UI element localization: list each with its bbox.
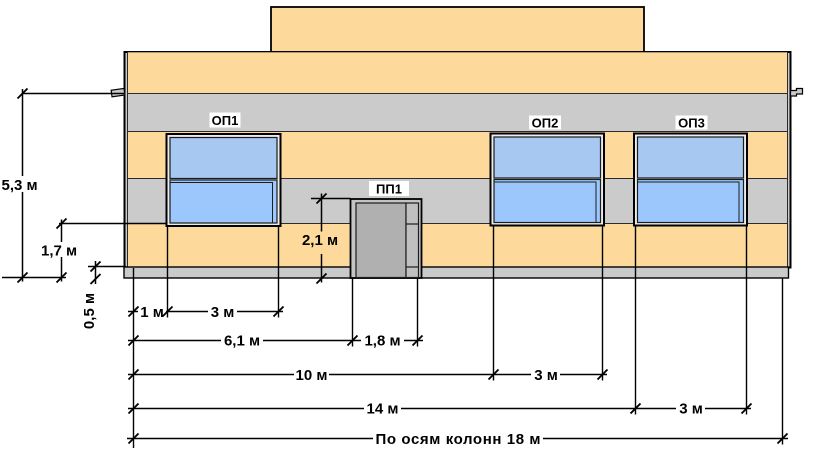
svg-text:0,5 м: 0,5 м (81, 293, 98, 329)
svg-text:По осям колонн 18 м: По осям колонн 18 м (376, 431, 541, 448)
svg-text:1 м: 1 м (140, 304, 164, 321)
svg-text:5,3 м: 5,3 м (2, 177, 38, 194)
svg-text:10 м: 10 м (296, 367, 328, 384)
svg-text:3 м: 3 м (211, 304, 235, 321)
svg-text:ОП2: ОП2 (532, 116, 559, 131)
svg-text:1,7 м: 1,7 м (41, 243, 77, 260)
svg-text:6,1 м: 6,1 м (224, 332, 260, 349)
svg-text:3 м: 3 м (534, 367, 558, 384)
svg-text:1,8 м: 1,8 м (364, 332, 400, 349)
svg-text:ОП3: ОП3 (678, 116, 705, 131)
svg-text:3 м: 3 м (679, 400, 703, 417)
svg-text:2,1 м: 2,1 м (302, 232, 338, 249)
svg-text:ОП1: ОП1 (212, 113, 239, 128)
svg-text:14 м: 14 м (367, 400, 399, 417)
svg-text:ПП1: ПП1 (376, 181, 402, 196)
